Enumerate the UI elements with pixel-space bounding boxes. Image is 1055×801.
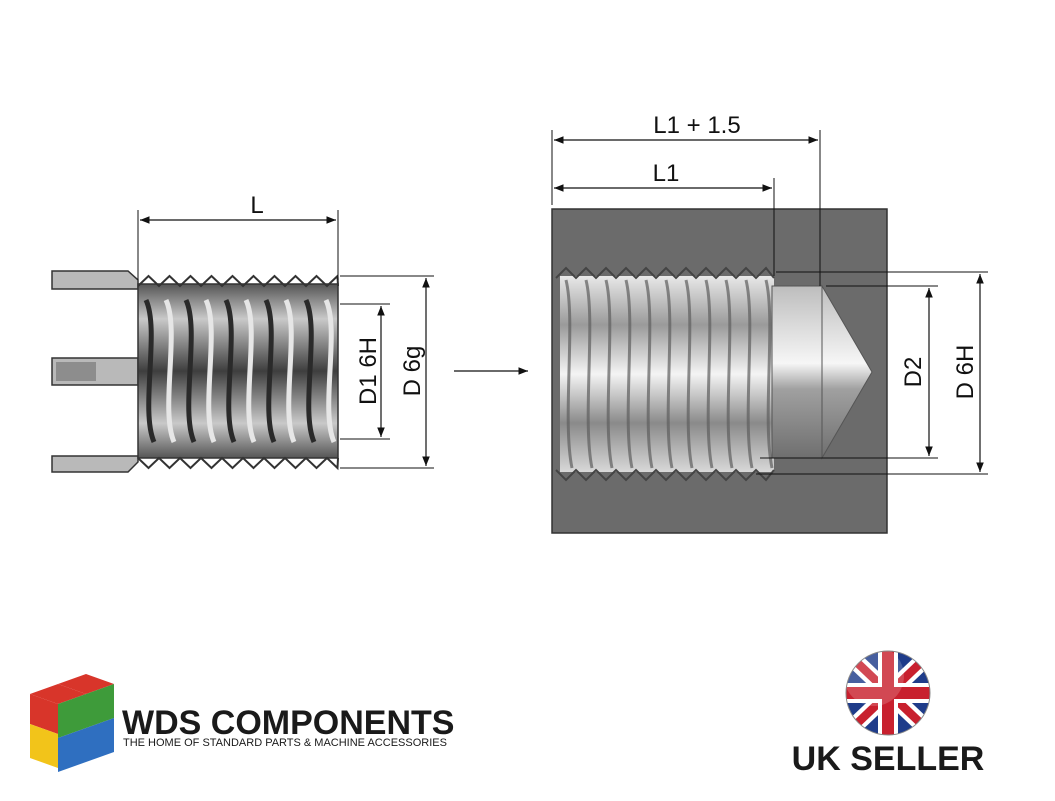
company-tagline: THE HOME OF STANDARD PARTS & MACHINE ACC…: [123, 737, 447, 749]
dimension-L: L: [137, 192, 339, 280]
threaded-bore: [560, 276, 774, 472]
insert-internal-thread: [143, 298, 337, 443]
dim-label-D-6H: D 6H: [952, 345, 979, 400]
drilled-bore: [771, 285, 823, 459]
dimension-D2: D2: [760, 285, 938, 459]
cube-logo-icon: [30, 674, 114, 772]
company-name: WDS COMPONENTS: [122, 704, 454, 742]
locking-keys: [51, 270, 139, 473]
dimension-L1-plus-1-5: L1 + 1.5: [551, 112, 821, 286]
tapped-hole-drawing: L1 + 1.5 L1 D2 D 6H: [551, 112, 988, 534]
dimension-D1-6H: D1 6H: [340, 303, 390, 440]
uk-seller-text: UK SELLER: [792, 740, 985, 778]
dim-label-D1-6H: D1 6H: [355, 337, 382, 405]
threaded-insert-drawing: L D1 6H D 6g: [51, 192, 434, 473]
dimension-D-6g: D 6g: [340, 275, 434, 469]
uk-flag-globe-icon: [845, 650, 931, 736]
insert-thread-crests: [137, 273, 339, 471]
dim-label-L1-plus-1-5: L1 + 1.5: [653, 112, 740, 139]
wds-logo: WDS COMPONENTS THE HOME OF STANDARD PART…: [30, 674, 454, 772]
dim-label-L: L: [250, 192, 263, 219]
dim-label-L1: L1: [653, 160, 680, 187]
dim-label-D2: D2: [900, 357, 927, 388]
dimension-L1: L1: [554, 160, 775, 276]
dim-label-D-6g: D 6g: [399, 346, 426, 397]
drill-point-cone: [821, 284, 873, 460]
dimension-D-6H: D 6H: [756, 271, 988, 475]
uk-seller-badge: UK SELLER: [792, 650, 985, 778]
hole-thread-crests: [555, 266, 775, 482]
